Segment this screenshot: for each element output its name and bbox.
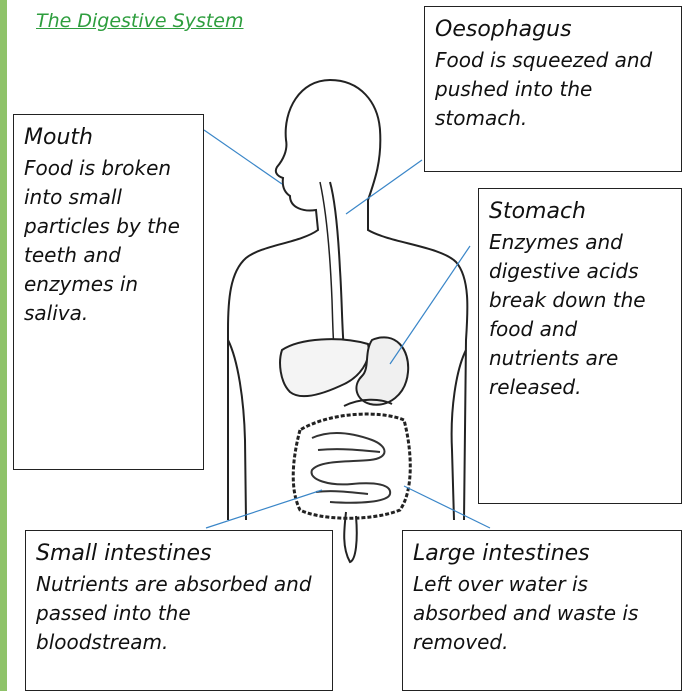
oesophagus-text: Food is squeezed and pushed into the sto… <box>435 46 671 133</box>
leader-line-oesophagus <box>346 160 422 214</box>
oesophagus-heading: Oesophagus <box>435 15 671 44</box>
oesophagus-tube <box>330 182 372 361</box>
small-intestine-coils <box>312 433 391 503</box>
small-intestines-heading: Small intestines <box>36 539 322 568</box>
mouth-heading: Mouth <box>24 123 193 152</box>
oesophagus-tube-inner <box>320 182 336 358</box>
stomach-label-box: Stomach Enzymes and digestive acids brea… <box>478 188 682 504</box>
leader-line-stomach <box>390 246 470 364</box>
leader-lines <box>204 130 490 528</box>
small-intestines-text: Nutrients are absorbed and passed into t… <box>36 570 322 657</box>
large-intestines-label-box: Large intestines Left over water is abso… <box>402 530 682 691</box>
mouth-text: Food is broken into small particles by t… <box>24 154 193 328</box>
large-intestines-heading: Large intestines <box>413 539 671 568</box>
stomach-text: Enzymes and digestive acids break down t… <box>489 228 671 402</box>
small-intestines-label-box: Small intestines Nutrients are absorbed … <box>25 530 333 691</box>
mouth-label-box: Mouth Food is broken into small particle… <box>13 114 204 470</box>
large-intestines-text: Left over water is absorbed and waste is… <box>413 570 671 657</box>
stomach-heading: Stomach <box>489 197 671 226</box>
leader-line-small-intestines <box>206 490 322 528</box>
leader-line-mouth <box>204 130 282 184</box>
oesophagus-label-box: Oesophagus Food is squeezed and pushed i… <box>424 6 682 172</box>
